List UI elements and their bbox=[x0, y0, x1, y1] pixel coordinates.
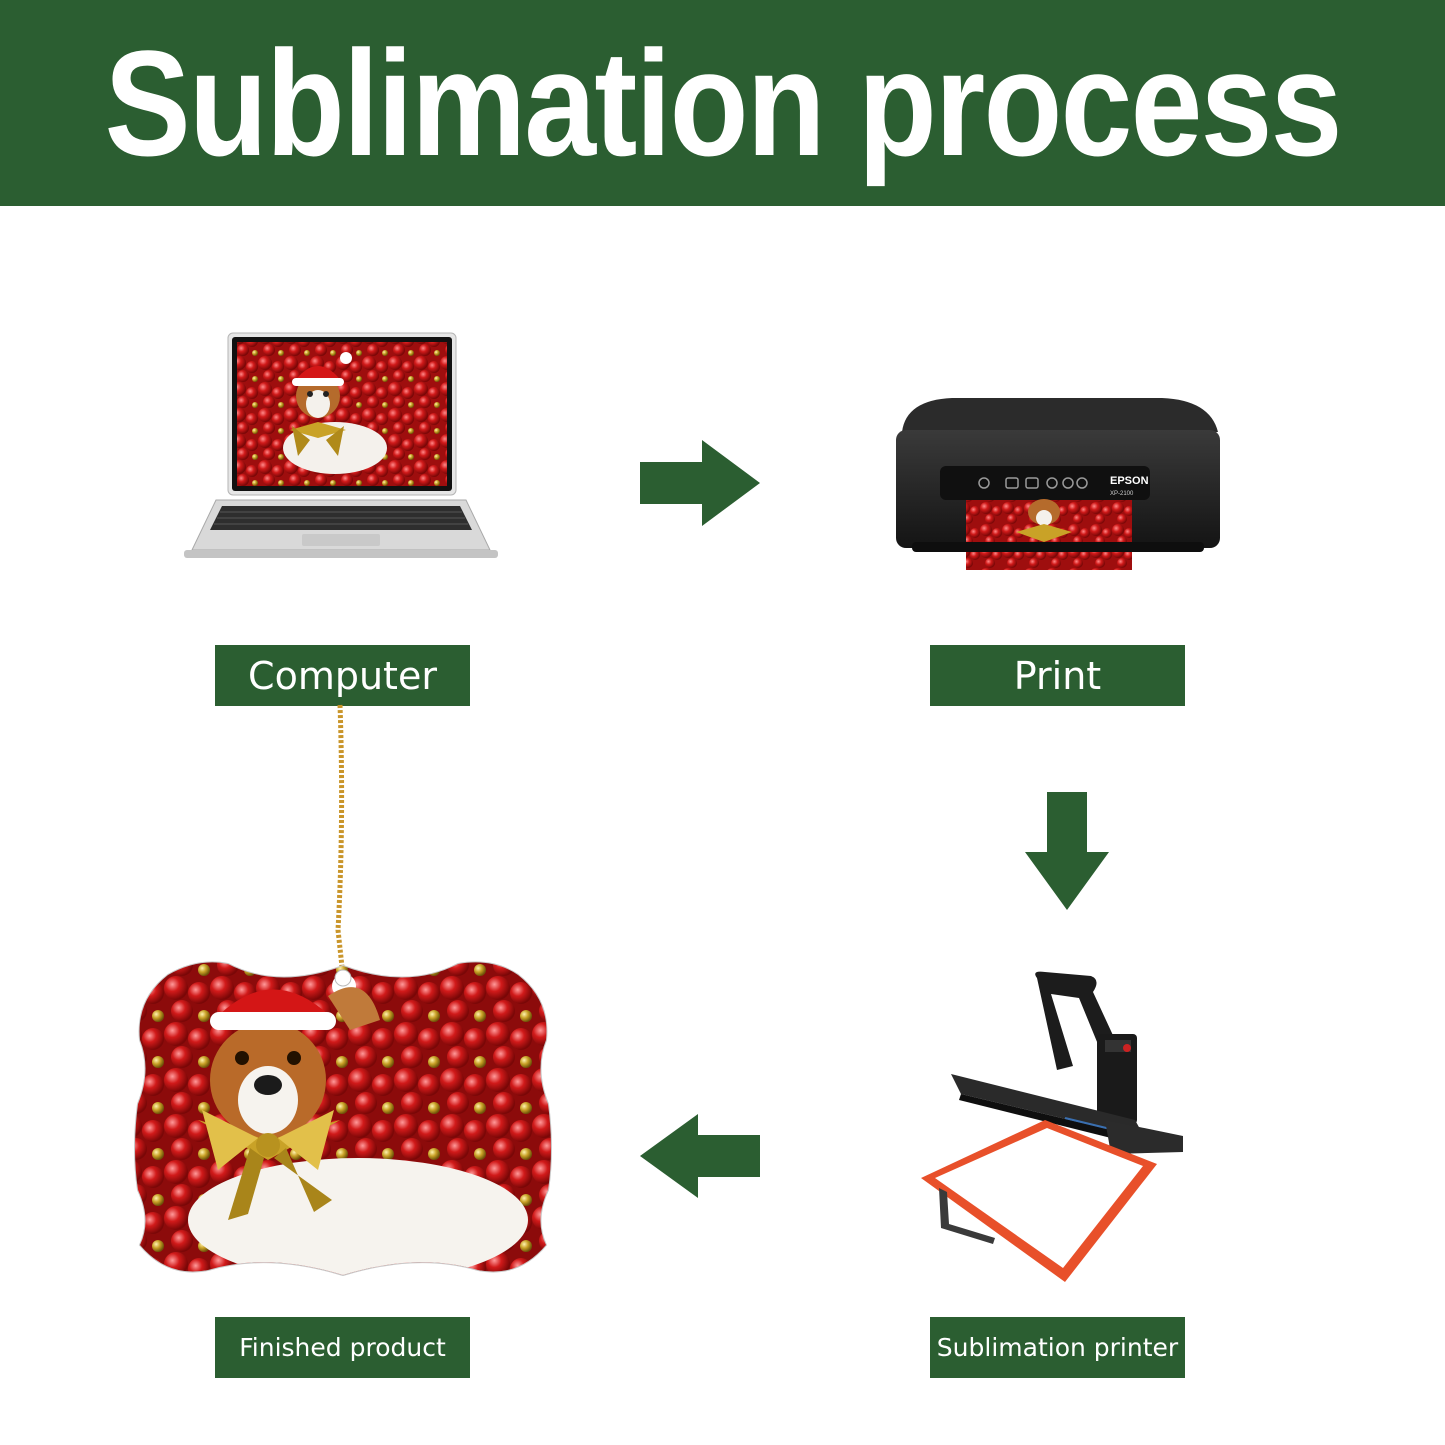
printer-icon: EPSON XP-2100 bbox=[896, 398, 1220, 570]
step-label-finished-product: Finished product bbox=[215, 1317, 470, 1378]
laptop-icon bbox=[184, 332, 498, 558]
heat-press-illustration bbox=[915, 970, 1190, 1285]
arrow-down-icon bbox=[1025, 792, 1109, 910]
arrow-right-icon bbox=[640, 440, 760, 526]
step-label-sublimation-printer: Sublimation printer bbox=[930, 1317, 1185, 1378]
step-label-print: Print bbox=[930, 645, 1185, 706]
heat-press-icon bbox=[921, 971, 1183, 1282]
header-banner: Sublimation process bbox=[0, 0, 1445, 206]
laptop-illustration bbox=[180, 330, 502, 565]
page-title: Sublimation process bbox=[104, 19, 1342, 187]
printer-illustration: EPSON XP-2100 bbox=[892, 392, 1224, 574]
arrow-left-icon bbox=[640, 1114, 760, 1198]
step-label-computer: Computer bbox=[215, 645, 470, 706]
ornament-illustration bbox=[118, 700, 568, 1285]
printer-brand: EPSON bbox=[1110, 475, 1149, 487]
printer-model: XP-2100 bbox=[1110, 491, 1134, 497]
ornament-icon bbox=[134, 704, 552, 1277]
